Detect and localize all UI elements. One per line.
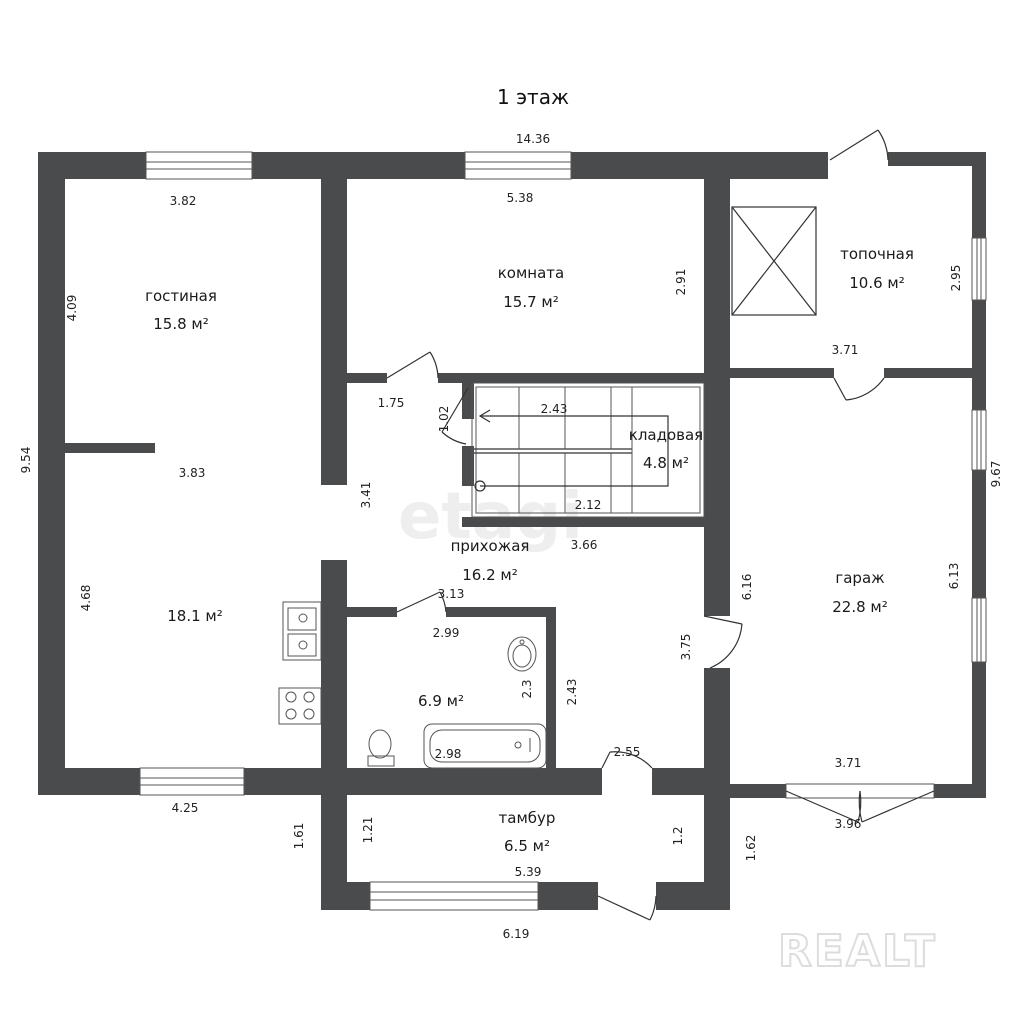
pantry-area: 4.8 м² [643, 454, 689, 472]
dim-bottom-total: 6.19 [503, 927, 530, 941]
dim-garage-right: 6.13 [947, 563, 961, 590]
boiler-room-name: топочная [840, 245, 914, 263]
pantry-name: кладовая [629, 426, 703, 444]
bathroom-area: 6.9 м² [418, 692, 464, 710]
garage-name: гараж [835, 569, 884, 587]
dim-boiler-height: 2.95 [949, 265, 963, 292]
hall-name: прихожая [451, 537, 530, 555]
dim-garage-left: 6.16 [740, 574, 754, 601]
stove [278, 687, 322, 725]
dim-bath-height: 2.3 [520, 679, 534, 698]
boiler-room-area: 10.6 м² [849, 274, 905, 292]
dim-stair-bottom: 2.12 [575, 498, 602, 512]
garage-area: 22.8 м² [832, 598, 888, 616]
dim-vestibule-top: 2.55 [614, 745, 641, 759]
dim-living-width: 3.82 [170, 194, 197, 208]
dim-bath-outer-height: 2.43 [565, 679, 579, 706]
doors [386, 129, 935, 921]
vestibule-area: 6.5 м² [504, 837, 550, 855]
dim-kitchen-height: 4.68 [79, 585, 93, 612]
room-name: комната [498, 264, 564, 282]
dim-boiler-width: 3.71 [832, 343, 859, 357]
bathtub [423, 723, 547, 769]
dim-bath-top-inner: 2.99 [433, 626, 460, 640]
dim-vestibule-right-outer: 1.62 [744, 835, 758, 862]
dimension-labels: 14.36 3.82 5.38 4.09 2.91 2.95 3.71 9.54… [19, 132, 1003, 941]
staircase [471, 382, 705, 518]
dim-living-height: 4.09 [65, 295, 79, 322]
dim-room-width: 5.38 [507, 191, 534, 205]
room-area: 15.7 м² [503, 293, 559, 311]
dim-bath-bottom: 2.98 [435, 747, 462, 761]
dim-kitchen-width: 3.83 [179, 466, 206, 480]
room-labels: гостиная 15.8 м² 18.1 м² комната 15.7 м²… [145, 245, 914, 855]
hall-area: 16.2 м² [462, 566, 518, 584]
windows [139, 151, 987, 911]
floor-title: 1 этаж [497, 85, 569, 109]
kitchen-sink [282, 601, 322, 661]
dim-stair-top: 2.43 [541, 402, 568, 416]
walls [38, 152, 986, 910]
dim-hall-top-left: 1.75 [378, 396, 405, 410]
kitchen-area: 18.1 м² [167, 607, 223, 625]
living-room-name: гостиная [145, 287, 217, 305]
dim-garage-door: 3.96 [835, 817, 862, 831]
dim-kitchen-bottom: 4.25 [172, 801, 199, 815]
vestibule-name: тамбур [499, 809, 556, 827]
dim-vestibule-right: 1.2 [671, 826, 685, 845]
dim-hall-right-height: 3.75 [679, 634, 693, 661]
realt-watermark: REALT [778, 926, 937, 977]
dim-room-height: 2.91 [674, 269, 688, 296]
dim-top-total: 14.36 [516, 132, 550, 146]
dim-hall-width: 3.66 [571, 538, 598, 552]
dim-left-total: 9.54 [19, 447, 33, 474]
washbasin [507, 636, 537, 672]
dim-vestibule-left: 1.21 [361, 817, 375, 844]
dim-bath-top-outer: 3.13 [438, 587, 465, 601]
dim-stair-small: 1.02 [437, 406, 451, 433]
dim-vestibule-inner-width: 5.39 [515, 865, 542, 879]
boiler-shaft [731, 206, 817, 316]
living-room-area: 15.8 м² [153, 315, 209, 333]
dim-right-total: 9.67 [989, 461, 1003, 488]
dim-hall-height: 3.41 [359, 482, 373, 509]
dim-garage-bottom: 3.71 [835, 756, 862, 770]
dim-vestibule-left-outer: 1.61 [292, 823, 306, 850]
toilet [367, 729, 395, 767]
